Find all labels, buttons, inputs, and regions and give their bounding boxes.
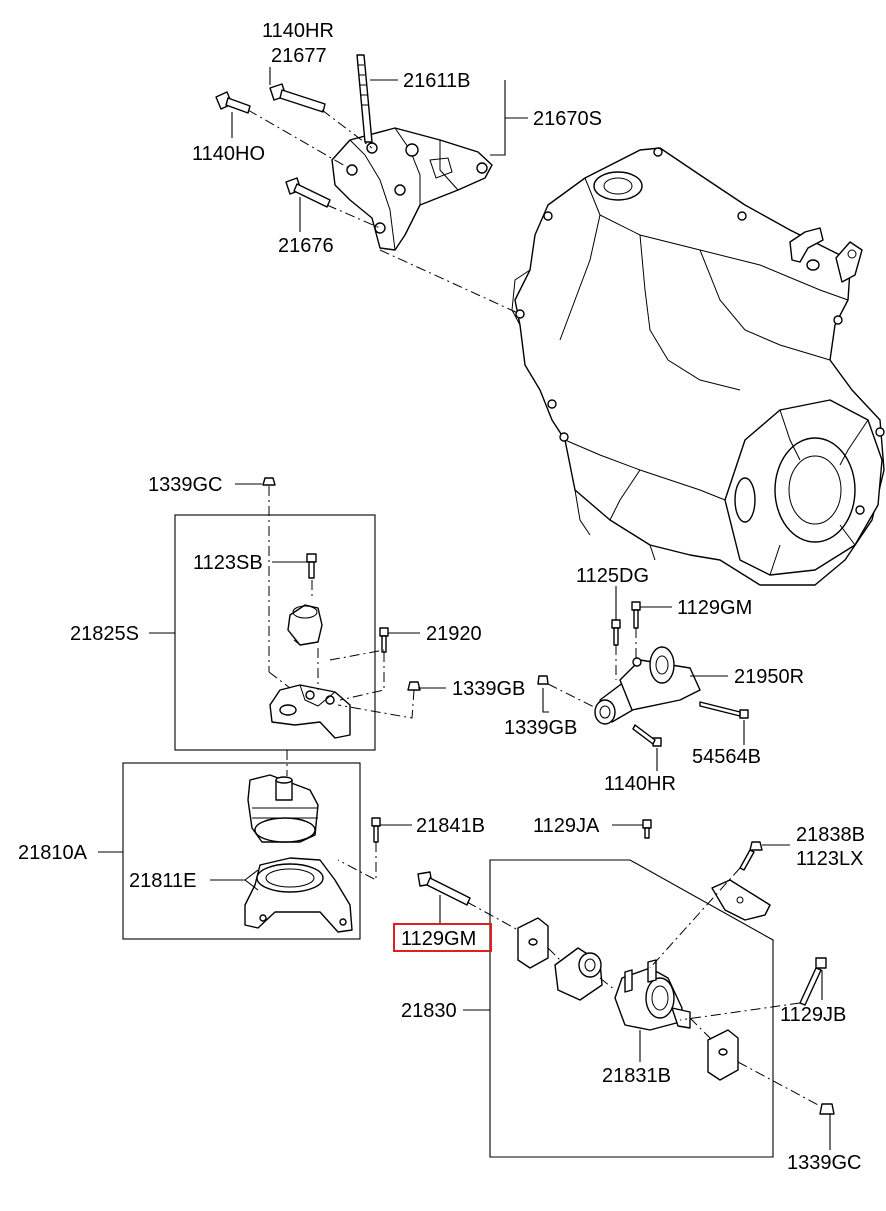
label-21810a: 21810A — [18, 842, 88, 864]
bolt-1129jb — [799, 957, 827, 1006]
bolt-1129gm-long — [417, 871, 471, 906]
label-1123lx: 1123LX — [796, 848, 863, 870]
label-21611b: 21611B — [403, 70, 470, 92]
label-21677: 21677 — [271, 45, 327, 67]
rod-mount-21950r — [594, 646, 701, 725]
washer-right — [707, 1029, 739, 1081]
stud-21611b — [356, 54, 373, 143]
label-21825s: 21825S — [70, 623, 139, 645]
bolt-54564b — [699, 701, 749, 719]
label-1339gc-bottom: 1339GC — [787, 1152, 862, 1174]
bolt-1129ja — [642, 819, 652, 839]
box-21830 — [489, 859, 774, 1158]
bolt-21676 — [285, 177, 331, 208]
highlight-box[interactable] — [393, 923, 492, 952]
bushing-21831 — [554, 947, 603, 1001]
bolt-1140ho — [215, 91, 251, 114]
bolt-1123sb — [306, 553, 317, 579]
label-1140hr-bottom: 1140HR — [604, 773, 676, 795]
nut-1339gc-bottom — [819, 1103, 835, 1115]
nut-1339gb-right — [537, 675, 549, 685]
leader-lines — [98, 67, 831, 1150]
label-1129jb: 1129JB — [780, 1004, 846, 1026]
label-1129gm-top: 1129GM — [677, 597, 752, 619]
engine-block — [511, 147, 885, 586]
insulator-21810a — [247, 774, 319, 843]
stopper-21825 — [287, 604, 323, 646]
label-21830: 21830 — [401, 1000, 457, 1022]
nut-1339gc-top — [262, 477, 276, 486]
label-1129gm-highlighted[interactable]: 1129GM — [401, 928, 476, 950]
label-54564b: 54564B — [692, 746, 761, 768]
bracket-21825s — [269, 684, 351, 739]
label-1140hr-top: 1140HR — [262, 20, 334, 42]
box-21810a — [122, 762, 361, 940]
bolt-21841b — [371, 817, 381, 843]
label-1123sb: 1123SB — [193, 552, 263, 574]
label-21920: 21920 — [426, 623, 482, 645]
bracket-21831b — [614, 959, 691, 1031]
bolt-1140hr-bottom — [632, 724, 662, 747]
bolt-1125dg — [611, 619, 621, 646]
label-1339gb-left: 1339GB — [452, 678, 525, 700]
bolt-21838b — [739, 841, 763, 871]
bolt-1129gm-top — [631, 601, 641, 629]
label-21676: 21676 — [278, 235, 334, 257]
label-1125dg: 1125DG — [576, 565, 649, 587]
label-21841b: 21841B — [416, 815, 485, 837]
label-1339gb-right: 1339GB — [504, 717, 577, 739]
label-21811e: 21811E — [129, 870, 196, 892]
bracket-21811e — [244, 857, 353, 933]
label-1129ja: 1129JA — [533, 815, 600, 837]
label-1339gc-top: 1339GC — [148, 474, 223, 496]
label-21831b: 21831B — [602, 1065, 671, 1087]
engine-mounting-bracket — [331, 127, 493, 251]
label-21838b: 21838B — [796, 824, 865, 846]
bolt-21677 — [269, 83, 326, 113]
label-1140ho: 1140HO — [192, 143, 265, 165]
label-21950r: 21950R — [734, 666, 804, 688]
label-21670s: 21670S — [533, 108, 602, 130]
bolt-21920 — [379, 627, 389, 653]
nut-1339gb-left — [407, 681, 421, 691]
bracket-small-21838 — [711, 879, 771, 921]
washer-left — [517, 917, 549, 969]
